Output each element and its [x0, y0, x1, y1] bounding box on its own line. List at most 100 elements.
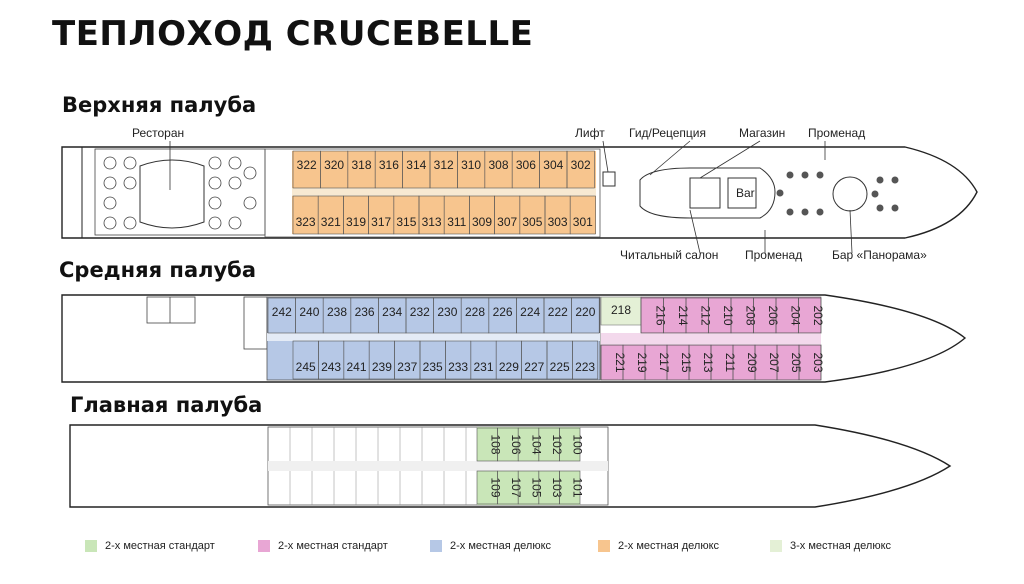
- cabin-number: 221: [613, 352, 627, 372]
- cabin-number: 232: [410, 305, 430, 319]
- table: [228, 156, 242, 170]
- legend-swatch-blue: [430, 540, 442, 552]
- cabin-number: 216: [653, 305, 667, 325]
- cabin-number: 218: [611, 303, 631, 317]
- legend-label-pink: 2-х местная стандарт: [278, 540, 388, 552]
- cabin-number: 228: [465, 305, 485, 319]
- cabin-301: 301: [569, 195, 596, 235]
- lift-label: Лифт: [575, 126, 605, 140]
- restaurant-tables: [103, 156, 257, 230]
- cabin-number: 208: [743, 305, 757, 325]
- bar-table: [891, 176, 899, 184]
- bar-table: [786, 208, 794, 216]
- bar-table: [876, 176, 884, 184]
- cabin-number: 242: [272, 305, 292, 319]
- cabin-outline: [559, 470, 581, 505]
- cabin-outline: [798, 344, 822, 381]
- bar-table: [871, 190, 879, 198]
- cabin-number: 316: [379, 158, 399, 172]
- cabin-number: 217: [657, 352, 671, 372]
- cabin-number: 222: [548, 305, 568, 319]
- table: [228, 216, 242, 230]
- cabin-outline: [571, 297, 600, 334]
- cabin-number: 301: [573, 215, 593, 229]
- upper-deck-title: Верхняя палуба: [62, 93, 257, 117]
- legend-label-orange: 2-х местная делюкс: [618, 540, 720, 552]
- cabin-number: 205: [789, 352, 803, 372]
- legend-swatch-orange: [598, 540, 610, 552]
- cabin-number: 305: [522, 215, 542, 229]
- table: [123, 156, 137, 170]
- table: [208, 156, 222, 170]
- legend-item-pink: 2-х местная стандарт: [258, 540, 388, 552]
- table: [103, 156, 117, 170]
- cabin-number: 104: [530, 434, 544, 454]
- cabin-number: 207: [767, 352, 781, 372]
- legend-swatch-green: [85, 540, 97, 552]
- legend-item-blue: 2-х местная делюкс: [430, 540, 551, 552]
- cabin-203: 203: [798, 344, 825, 381]
- cabin-number: 103: [550, 477, 564, 497]
- cabin-number: 211: [723, 353, 737, 372]
- bar-table: [801, 208, 809, 216]
- bar-table: [786, 171, 794, 179]
- table: [103, 176, 117, 190]
- cabin-number: 224: [520, 305, 540, 319]
- cabin-number: 215: [679, 352, 693, 372]
- cabin-number: 231: [473, 360, 493, 374]
- cabin-number: 223: [575, 360, 595, 374]
- cabin-number: 321: [321, 215, 341, 229]
- table: [208, 216, 222, 230]
- legend-label-green: 2-х местная стандарт: [105, 540, 215, 552]
- table: [243, 196, 257, 210]
- cabin-number: 209: [745, 352, 759, 372]
- bar-table: [801, 171, 809, 179]
- cabin-number: 204: [788, 305, 802, 325]
- table: [208, 176, 222, 190]
- cabin-number: 304: [543, 158, 563, 172]
- cabin-number: 241: [346, 360, 366, 374]
- table: [243, 166, 257, 180]
- restaurant-label: Ресторан: [132, 126, 184, 140]
- table: [208, 196, 222, 210]
- cabin-220: 220: [571, 297, 600, 334]
- cabin-number: 233: [448, 360, 468, 374]
- bar-table: [776, 189, 784, 197]
- upper-deck: Bar Ресторан Лифт Гид/Рецепция Магазин П…: [61, 126, 978, 262]
- cabin-number: 322: [297, 158, 317, 172]
- table: [228, 176, 242, 190]
- legend-swatch-pink: [258, 540, 270, 552]
- bar-table: [816, 171, 824, 179]
- cabin-202: 202: [798, 297, 825, 334]
- cabin-number: 108: [488, 434, 502, 454]
- cabin-302: 302: [566, 150, 595, 189]
- legend: 2-х местная стандарт 2-х местная стандар…: [0, 540, 1024, 560]
- cabin-outline: [559, 427, 581, 462]
- cabin-outline: [569, 195, 596, 235]
- reception-label: Гид/Рецепция: [629, 126, 706, 140]
- cabin-number: 309: [472, 215, 492, 229]
- cabin-number: 314: [406, 158, 426, 172]
- cabin-number: 109: [488, 477, 502, 497]
- cabin-number: 234: [382, 305, 402, 319]
- cabin-number: 219: [635, 352, 649, 372]
- cabin-outline: [572, 340, 599, 380]
- cabin-number: 227: [524, 360, 544, 374]
- cabin-101: 101: [559, 470, 585, 505]
- bar-table: [876, 204, 884, 212]
- cabin-number: 323: [296, 215, 316, 229]
- cabin-number: 312: [434, 158, 454, 172]
- promenade-top-label: Променад: [808, 126, 865, 140]
- cabin-number: 245: [296, 360, 316, 374]
- cabin-number: 101: [571, 477, 585, 497]
- cabin-number: 230: [437, 305, 457, 319]
- cabin-number: 238: [327, 305, 347, 319]
- promenade-bottom-label: Променад: [745, 248, 802, 262]
- cabin-number: 237: [397, 360, 417, 374]
- cabin-number: 239: [372, 360, 392, 374]
- cabin-number: 307: [497, 215, 517, 229]
